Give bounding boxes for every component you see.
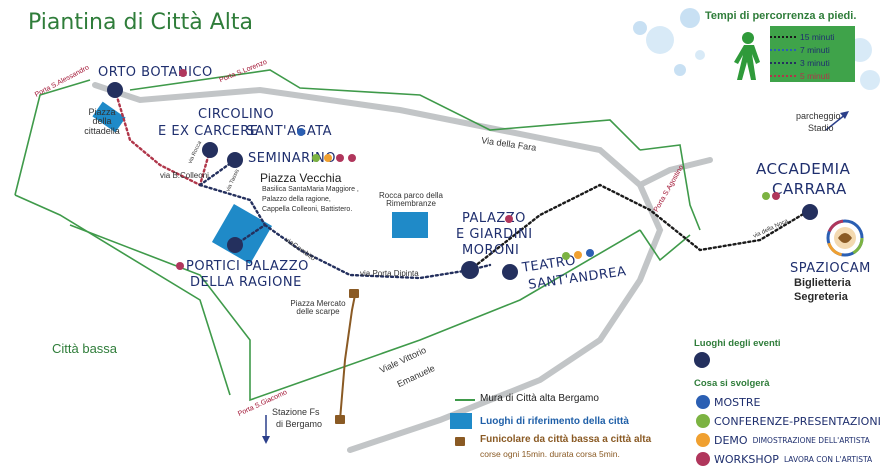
tag-conferenze (762, 192, 770, 200)
time-row: 7 minuti (770, 45, 830, 55)
dot-circolino (202, 142, 218, 158)
mura-legend-line (455, 399, 475, 401)
funicolare-legend-icon (455, 437, 465, 446)
venue-portici-1: PORTICI PALAZZO (186, 259, 309, 274)
venue-moroni-1: PALAZZO (462, 211, 526, 226)
tag-demo (324, 154, 332, 162)
dot-carrara (802, 204, 818, 220)
luoghi-legend-box (450, 413, 472, 429)
cittadella-box (92, 101, 126, 133)
time-row: 15 minuti (770, 32, 835, 42)
venue-carrara-1: ACCADEMIA (756, 160, 851, 178)
time-row: 5 minuti (770, 71, 830, 81)
street-porta-dipinta: via Porta Dipinta (360, 269, 419, 278)
times-box (770, 26, 855, 82)
place-stazione-1: Stazione Fs (272, 407, 320, 417)
walking-man-icon (734, 32, 760, 80)
legend-mura: Mura di Città alta Bergamo (480, 393, 599, 404)
piazza-vecchia-box (211, 203, 273, 265)
tag-workshop (336, 154, 344, 162)
venue-santagata: SANT'AGATA (246, 124, 333, 139)
tag-mostre (297, 128, 305, 136)
tag-mostre (586, 249, 594, 257)
venue-portici-2: DELLA RAGIONE (190, 275, 302, 290)
funicolare-top-icon (349, 289, 359, 298)
legend-luoghi-eventi: Luoghi degli eventi (694, 338, 781, 349)
dot-teatro (502, 264, 518, 280)
street-colleoni: via B.Colleoni (160, 171, 209, 180)
parcheggio-arrow-icon (840, 111, 849, 119)
tag-demo (574, 251, 582, 259)
legend-conferenze: CONFERENZE-PRESENTAZIONI (696, 414, 881, 428)
tag-conferenze (312, 154, 320, 162)
segreteria-label: Segreteria (794, 291, 848, 303)
tag-workshop (505, 215, 513, 223)
tag-workshop (348, 154, 356, 162)
venue-carrara-2: CARRARA (772, 180, 847, 198)
venue-ex-carcere: E EX CARCERE (158, 124, 259, 139)
stazione-arrow-icon (262, 436, 270, 444)
biglietteria-label: Biglietteria (794, 277, 851, 289)
legend-funicolare-1: Funicolare da città bassa a città alta (480, 434, 652, 445)
legend-venue-dot (694, 352, 710, 368)
legend-mostre: MOSTRE (696, 395, 760, 409)
place-piazza-vecchia: Piazza Vecchia (260, 171, 342, 185)
roads (92, 82, 713, 453)
tag-workshop (179, 69, 187, 77)
venue-orto-botanico: ORTO BOTANICO (98, 65, 213, 80)
dot-moroni (461, 261, 479, 279)
pv-detail-3: Cappella Colleoni, Battistero. (262, 206, 353, 213)
pv-detail-2: Palazzo della ragione, (262, 196, 331, 203)
place-parcheggio-1: parcheggio (796, 111, 841, 121)
page-title: Piantina di Città Alta (28, 10, 254, 35)
city-walls (14, 69, 701, 402)
place-parcheggio-2: Stadio (808, 123, 834, 133)
venue-moroni-2: E GIARDINI (456, 227, 533, 242)
tag-conferenze (562, 252, 570, 260)
legend-times-title: Tempi di percorrenza a piedi. (705, 10, 857, 22)
funicolare-bottom-icon (335, 415, 345, 424)
funicolare-line (339, 294, 356, 421)
tag-workshop (772, 192, 780, 200)
place-piazza-mercato: Piazza Mercato delle scarpe (290, 299, 346, 317)
venue-spaziocam: SPAZIOCAM (790, 261, 871, 276)
pv-detail-1: Basilica SantaMaria Maggiore , (262, 186, 359, 193)
place-stazione-2: di Bergamo (276, 419, 323, 429)
venue-circolino: CIRCOLINO (198, 107, 275, 122)
time-row: 3 minuti (770, 58, 830, 68)
tag-workshop (176, 262, 184, 270)
dot-portici (227, 237, 243, 253)
rocca-box (392, 212, 428, 238)
place-cittadella: Piazza della cittadella (84, 107, 120, 136)
venue-seminarino: SEMINARINO (248, 151, 336, 166)
dot-seminarino (227, 152, 243, 168)
legend-funicolare-2: corse ogni 15min. durata corsa 5min. (480, 449, 620, 459)
spaziocam-logo-icon (826, 219, 864, 257)
venue-moroni-3: MORONI (462, 243, 520, 258)
venue-dots (107, 82, 818, 280)
place-rocca: Rocca parco della Rimembranze (378, 191, 444, 209)
dot-orto (107, 82, 123, 98)
place-citta-bassa: Città bassa (52, 341, 118, 356)
legend-luoghi-rif: Luoghi di riferimento della città (480, 416, 629, 427)
legend-cosa: Cosa si svolgerà (694, 378, 770, 389)
